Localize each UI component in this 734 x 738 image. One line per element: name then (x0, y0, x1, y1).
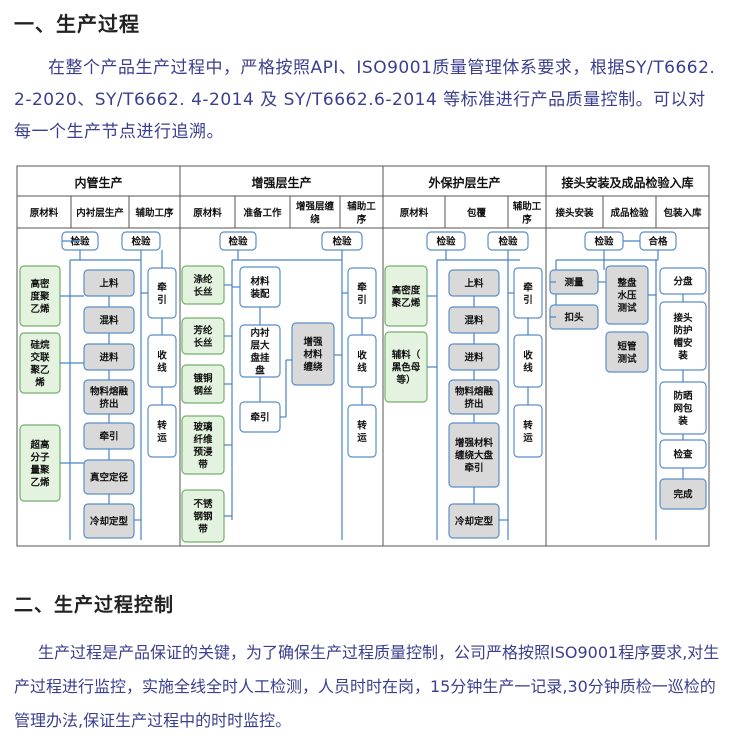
raw-material-reinforce-label: 不锈钢钢带 (193, 498, 213, 535)
prep-step-reinforce-label: 材料装配 (249, 275, 270, 300)
pack-step-label: 防晒网包装 (673, 390, 693, 427)
subheader-label: 原材料 (193, 207, 222, 219)
process-step-outer-label: 增强材料缠绕大盘牵引 (455, 437, 494, 474)
aux-step-inner-label: 转运 (157, 419, 167, 444)
raw-material-outer-label: 辅料（黑色母等） (392, 349, 421, 386)
subheader-label: 接头安装 (555, 207, 594, 219)
aux-step-outer-label: 牵引 (523, 281, 533, 306)
subheader-label: 序 (522, 214, 532, 226)
winding-step-label: 增强材料缠绕 (302, 336, 323, 373)
section-title: 外保护层生产 (428, 175, 500, 190)
aux-step-reinforce-label: 牵引 (357, 281, 367, 306)
inspection-1a-label: 检验 (70, 236, 90, 248)
raw-material-inner-label: 超高分子量聚乙烯 (29, 439, 50, 489)
inspection-3b-label: 检验 (498, 236, 518, 248)
process-step-outer-label: 物料熔融挤出 (455, 385, 494, 410)
pack-step-label: 完成 (673, 489, 693, 501)
section-2-title: 二、生产过程控制 (14, 594, 175, 616)
section-title: 内管生产 (74, 175, 122, 190)
process-step-inner-label: 真空定径 (90, 472, 129, 484)
process-step-inner-label: 冷却定型 (90, 516, 129, 528)
subheader-label: 增强层缠 (296, 201, 335, 213)
joint-step-label: 扣头 (564, 312, 584, 324)
raw-material-reinforce-label: 涤纶长丝 (193, 273, 213, 298)
raw-material-reinforce-label: 镀铜钢丝 (193, 372, 213, 397)
raw-material-inner-label: 硅烷交联聚乙烯 (29, 339, 50, 389)
test-step-label: 整盘水压测试 (616, 277, 637, 314)
aux-step-inner-label: 收线 (157, 349, 167, 374)
inspection-4a-label: 检验 (594, 236, 614, 248)
process-step-inner-label: 上料 (99, 278, 119, 290)
process-step-outer-label: 上料 (464, 278, 484, 290)
subheader-label: 包装入库 (662, 207, 702, 219)
aux-step-reinforce-label: 收线 (357, 349, 367, 374)
raw-material-inner-label: 高密度聚乙烯 (30, 278, 50, 315)
raw-material-reinforce-label: 芳纶长丝 (193, 324, 213, 349)
process-step-inner-label: 物料熔融挤出 (90, 385, 129, 410)
production-flow-diagram: 内管生产增强层生产外保护层生产接头安装及成品检验入库原材料内衬层生产辅助工序原材… (16, 165, 710, 547)
subheader-label: 原材料 (30, 207, 59, 219)
section-2-paragraph: 生产过程是产品保证的关键，为了确保生产过程质量控制，公司严格按照ISO9001程… (14, 643, 720, 730)
inspection-1b-label: 检验 (131, 236, 151, 248)
prep-step-reinforce-label: 内衬层大盘挂盘 (250, 327, 270, 377)
aux-step-inner-label: 牵引 (157, 281, 167, 306)
section-1-paragraph: 在整个产品生产过程中，严格按照API、ISO9001质量管理体系要求，根据SY/… (14, 58, 716, 142)
section-title: 接头安装及成品检验入库 (561, 175, 693, 190)
subheader-label: 辅助工 (513, 201, 542, 213)
joint-step-label: 测量 (564, 277, 584, 289)
pack-step-label: 分盘 (673, 276, 693, 288)
test-step-box (605, 331, 649, 373)
raw-material-reinforce-label: 玻璃纤维预浸带 (193, 421, 213, 471)
process-step-outer-label: 冷却定型 (455, 516, 494, 528)
inspection-4b-label: 合格 (648, 236, 668, 248)
inspection-2a-label: 检验 (228, 236, 248, 248)
subheader-label: 原材料 (400, 207, 429, 219)
process-step-outer-label: 进料 (464, 352, 484, 364)
aux-step-outer-label: 转运 (523, 419, 533, 444)
subheader-label: 序 (357, 214, 367, 226)
inspection-3a-label: 检验 (436, 236, 456, 248)
prep-step-reinforce-label: 牵引 (250, 412, 269, 424)
subheader-label: 绕 (310, 214, 320, 226)
winding-step-box (291, 322, 335, 386)
raw-material-outer-label: 高密度聚乙烯 (391, 284, 421, 309)
subheader-label: 辅助工 (347, 201, 376, 213)
subheader-label: 包覆 (466, 207, 487, 219)
process-step-inner-label: 进料 (99, 352, 119, 364)
subheader-label: 成品检验 (610, 207, 649, 219)
process-step-inner-label: 牵引 (99, 431, 118, 443)
aux-step-outer-label: 收线 (523, 349, 533, 374)
section-1-title: 一、生产过程 (14, 12, 140, 36)
inspection-2b-label: 检验 (332, 236, 352, 248)
pack-step-label: 接头防护帽安装 (673, 312, 693, 362)
section-title: 增强层生产 (251, 175, 311, 190)
pack-step-label: 检查 (673, 449, 693, 461)
process-step-outer-label: 混料 (464, 315, 484, 327)
process-step-inner-label: 混料 (99, 315, 119, 327)
subheader-label: 辅助工序 (135, 207, 174, 219)
subheader-label: 内衬层生产 (76, 207, 124, 219)
subheader-label: 准备工作 (243, 207, 282, 219)
test-step-label: 短管测试 (617, 340, 637, 365)
aux-step-reinforce-label: 转运 (357, 419, 367, 444)
